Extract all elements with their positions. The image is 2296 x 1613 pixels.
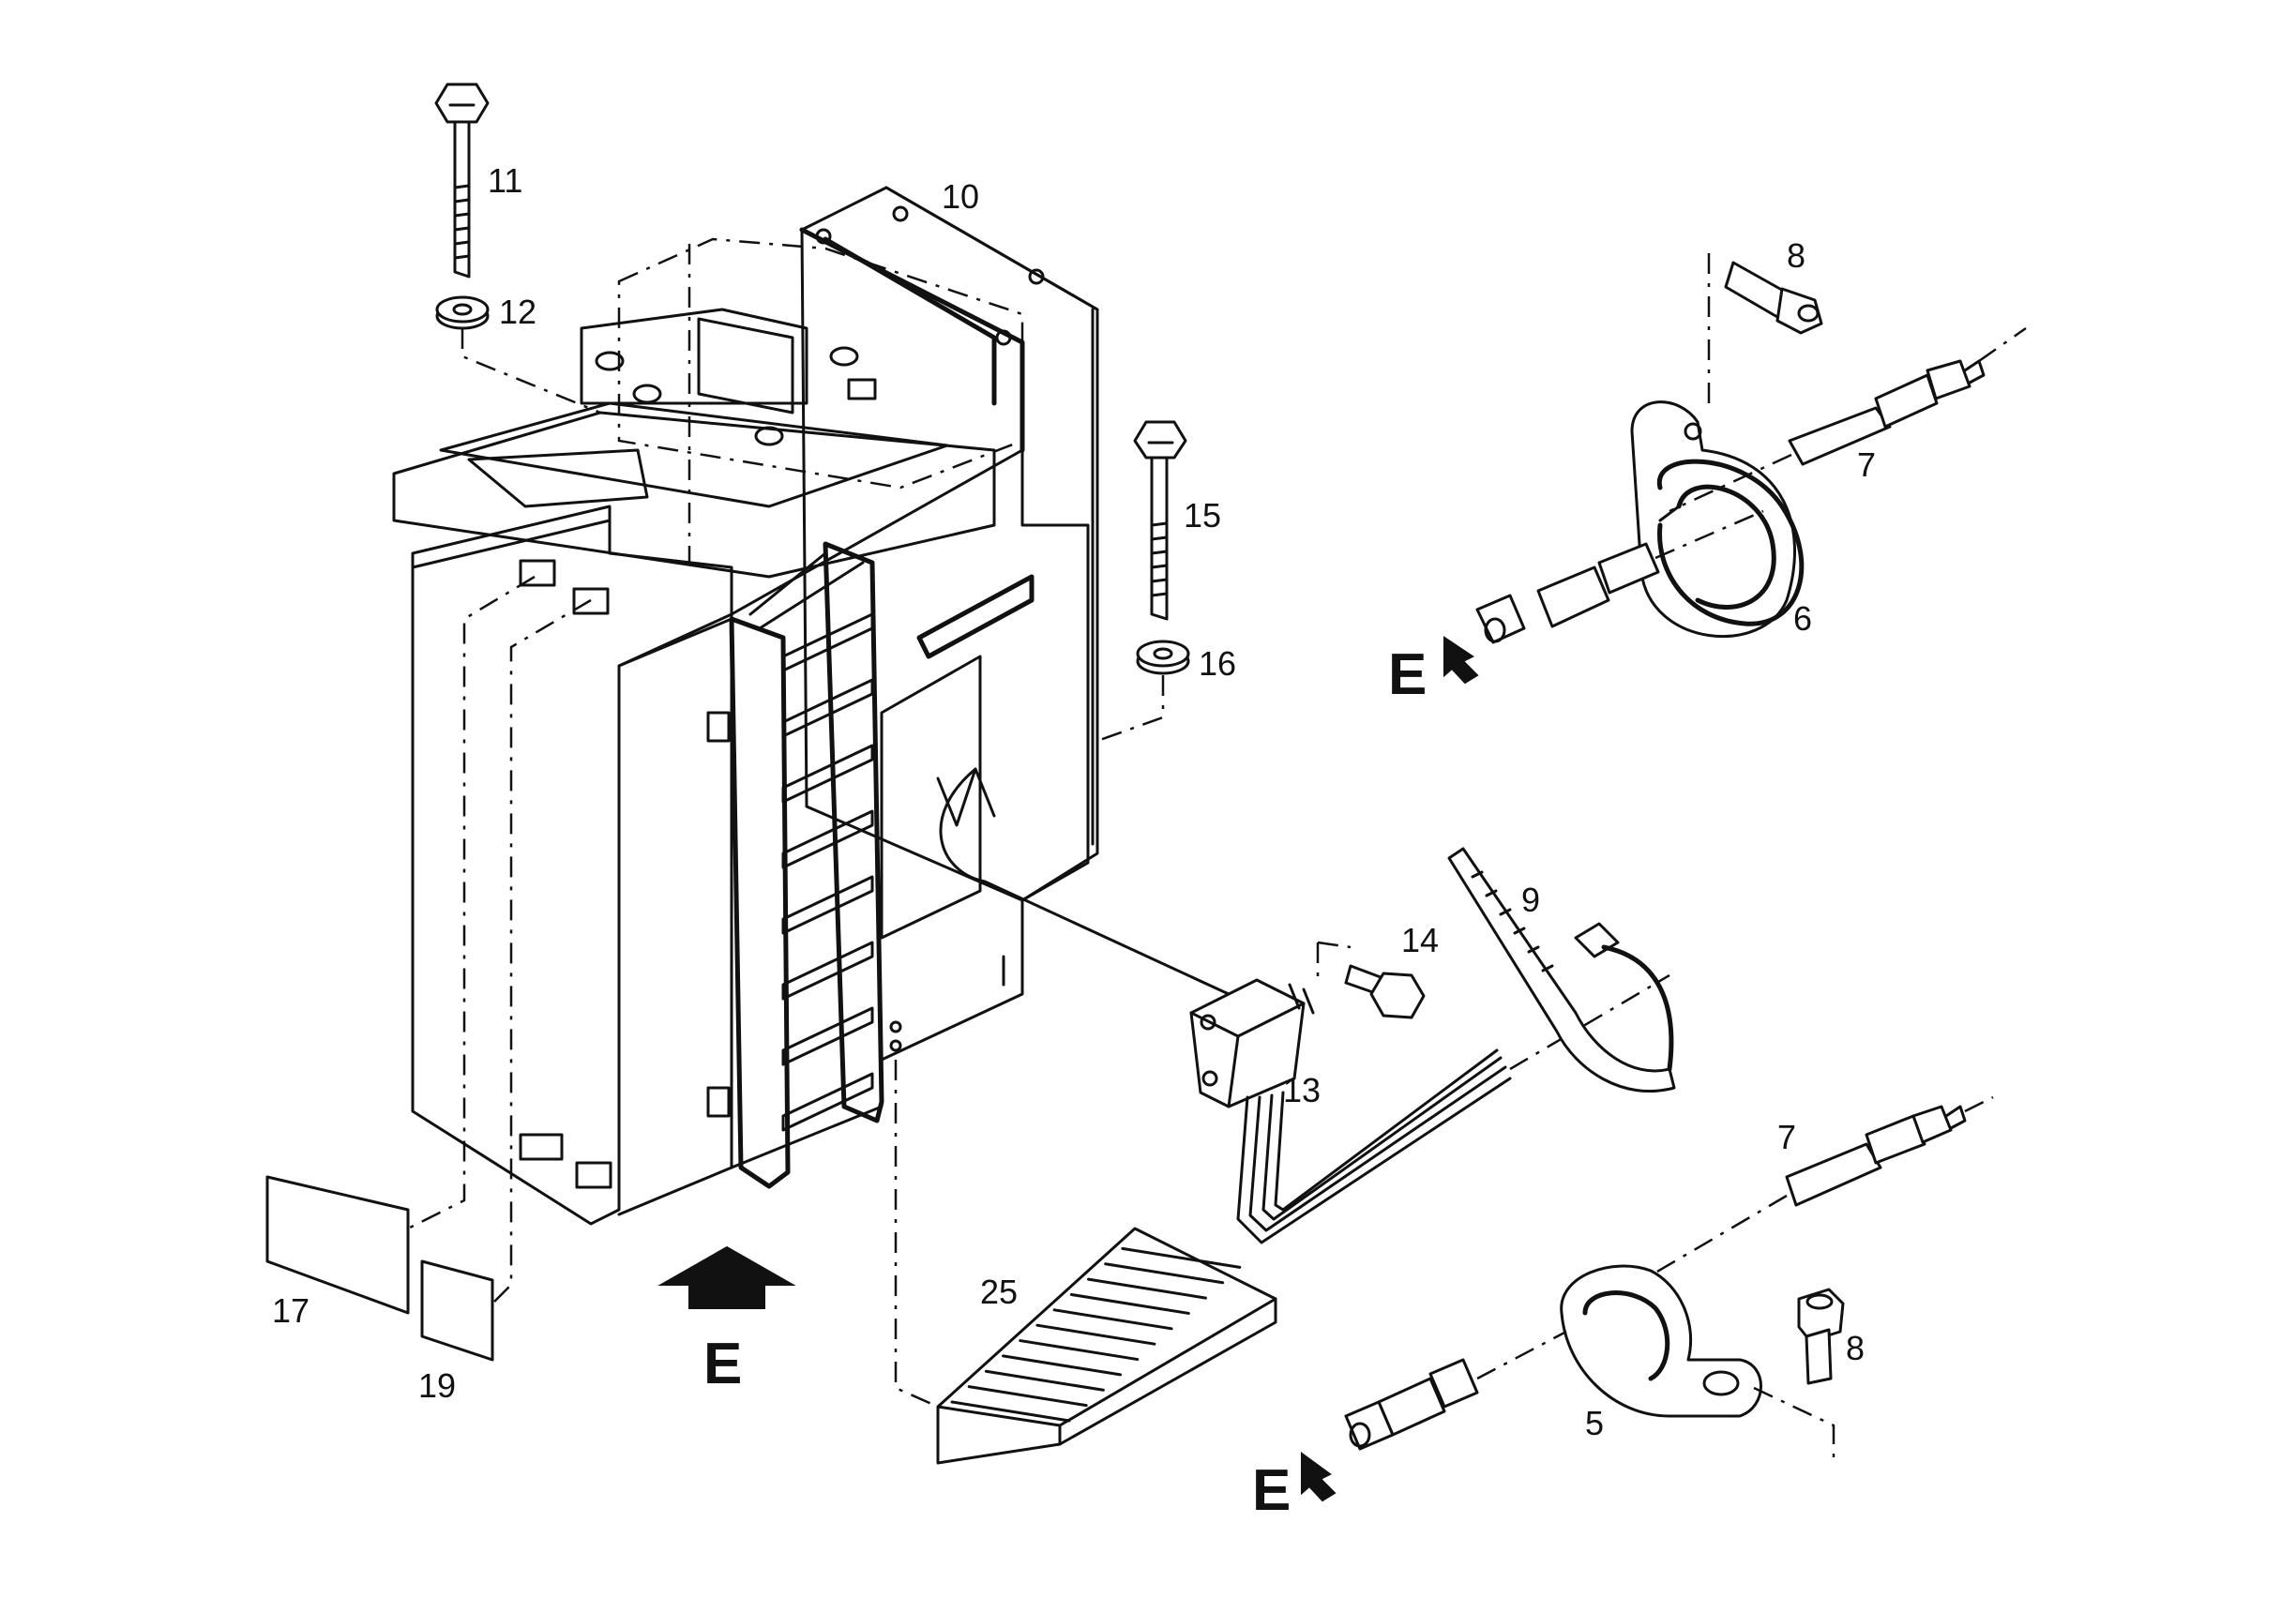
- callout-5: 5: [1585, 1404, 1604, 1442]
- main-housing: [392, 186, 1231, 1226]
- filter-rib: [1002, 1354, 1123, 1377]
- callout-17: 17: [272, 1291, 310, 1330]
- filter-rib: [1086, 1277, 1207, 1300]
- washer-12: [435, 295, 490, 330]
- filter-rib: [1052, 1308, 1173, 1331]
- callout-10: 10: [942, 177, 979, 216]
- direction-label-bottom: E: [703, 1332, 742, 1396]
- callout-6: 6: [1793, 599, 1812, 638]
- callout-15: 15: [1184, 496, 1221, 535]
- screw-8-lower: [1797, 1288, 1845, 1385]
- heater-rung: [781, 1006, 874, 1066]
- heater-rung: [781, 941, 874, 1001]
- label-plate-19: [420, 1259, 494, 1362]
- callout-7-lower: 7: [1777, 1118, 1796, 1156]
- direction-label-lower: E: [1252, 1458, 1291, 1523]
- glow-plug-7-upper: [1788, 359, 1986, 466]
- bolt-11: [434, 83, 490, 279]
- nozzle-upper: [1475, 542, 1660, 644]
- heater-rung: [781, 1072, 874, 1132]
- direction-label-upper: E: [1388, 642, 1427, 707]
- callout-11: 11: [488, 161, 522, 200]
- washer-16: [1136, 640, 1190, 675]
- airflow-arrow-icon-bottom: [657, 1245, 796, 1309]
- filter-rib: [1104, 1262, 1225, 1285]
- callout-13: 13: [1283, 1071, 1321, 1109]
- heater-rung: [781, 744, 874, 804]
- wire-harness: [1236, 973, 1670, 1244]
- callout-9: 9: [1521, 881, 1540, 919]
- nozzle-lower: [1344, 1358, 1479, 1451]
- cable-tie-9: [1447, 847, 1676, 1093]
- filter-rib: [984, 1369, 1105, 1392]
- heater-element-ladder: [706, 541, 884, 1189]
- clamp-5: [1560, 1264, 1762, 1418]
- label-plate-17: [265, 1175, 410, 1315]
- callout-12: 12: [499, 293, 536, 331]
- callout-7-upper: 7: [1857, 445, 1876, 484]
- heater-rung: [781, 809, 874, 869]
- airflow-arrow-icon-upper: [1443, 636, 1479, 685]
- heater-rung: [781, 612, 874, 672]
- callout-16: 16: [1199, 644, 1236, 683]
- callout-8-upper: 8: [1787, 236, 1805, 275]
- filter-rib: [1121, 1246, 1242, 1269]
- heater-rung: [781, 678, 874, 738]
- glow-plug-7-lower: [1785, 1105, 1967, 1207]
- connector-block-13: [1189, 978, 1315, 1108]
- filter-rib: [967, 1385, 1088, 1408]
- filter-rib: [1035, 1323, 1156, 1346]
- callout-19: 19: [418, 1366, 456, 1405]
- airflow-arrow-icon-lower: [1301, 1452, 1337, 1502]
- screw-8-upper: [1724, 261, 1823, 335]
- bolt-15: [1133, 420, 1187, 621]
- callout-14: 14: [1401, 921, 1439, 959]
- heater-rung: [781, 875, 874, 935]
- clamp-6: [1630, 400, 1805, 639]
- filter-rib: [1069, 1292, 1190, 1315]
- filter-rib: [1019, 1339, 1140, 1362]
- screw-14: [1344, 964, 1426, 1019]
- callout-8-lower: 8: [1846, 1329, 1865, 1367]
- filter-pad-25: [936, 1227, 1277, 1465]
- callout-25: 25: [980, 1273, 1018, 1311]
- filter-rib: [950, 1400, 1071, 1423]
